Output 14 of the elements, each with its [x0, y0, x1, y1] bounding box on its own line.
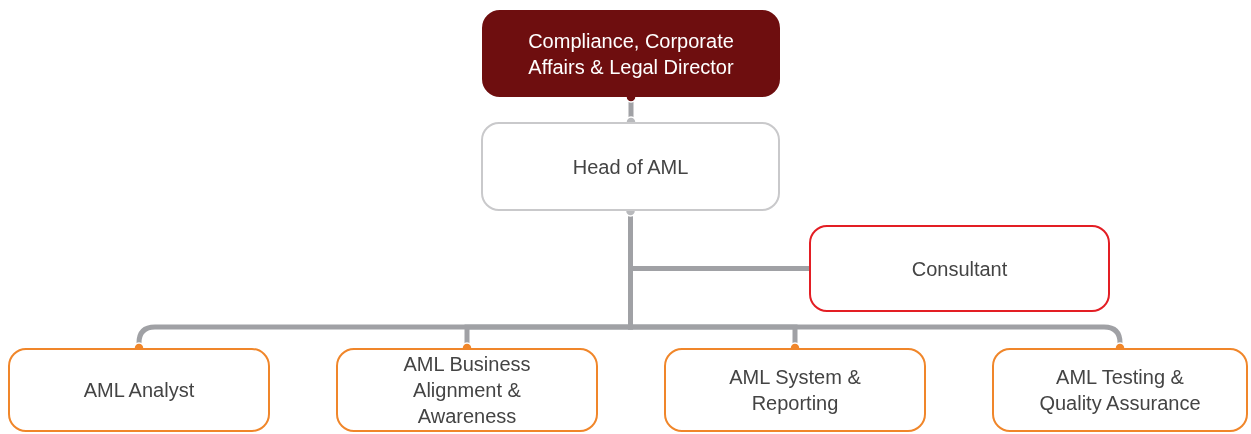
role-box — [664, 348, 926, 432]
role-title: AML Business Alignment & Awareness — [402, 352, 532, 429]
role-box — [481, 122, 780, 211]
role-box — [8, 348, 270, 432]
role-title: Compliance, Corporate Affairs & Legal Director — [527, 28, 735, 80]
role-box — [482, 10, 780, 97]
role-title: Head of AML — [572, 154, 689, 180]
role-box — [336, 348, 598, 432]
role-box — [809, 225, 1110, 312]
role-title: AML Analyst — [83, 378, 195, 403]
role-box — [992, 348, 1248, 432]
role-title: Consultant — [911, 256, 1008, 282]
role-title: AML System & Reporting — [728, 365, 862, 416]
role-title: AML Testing & Quality Assurance — [1038, 365, 1202, 416]
